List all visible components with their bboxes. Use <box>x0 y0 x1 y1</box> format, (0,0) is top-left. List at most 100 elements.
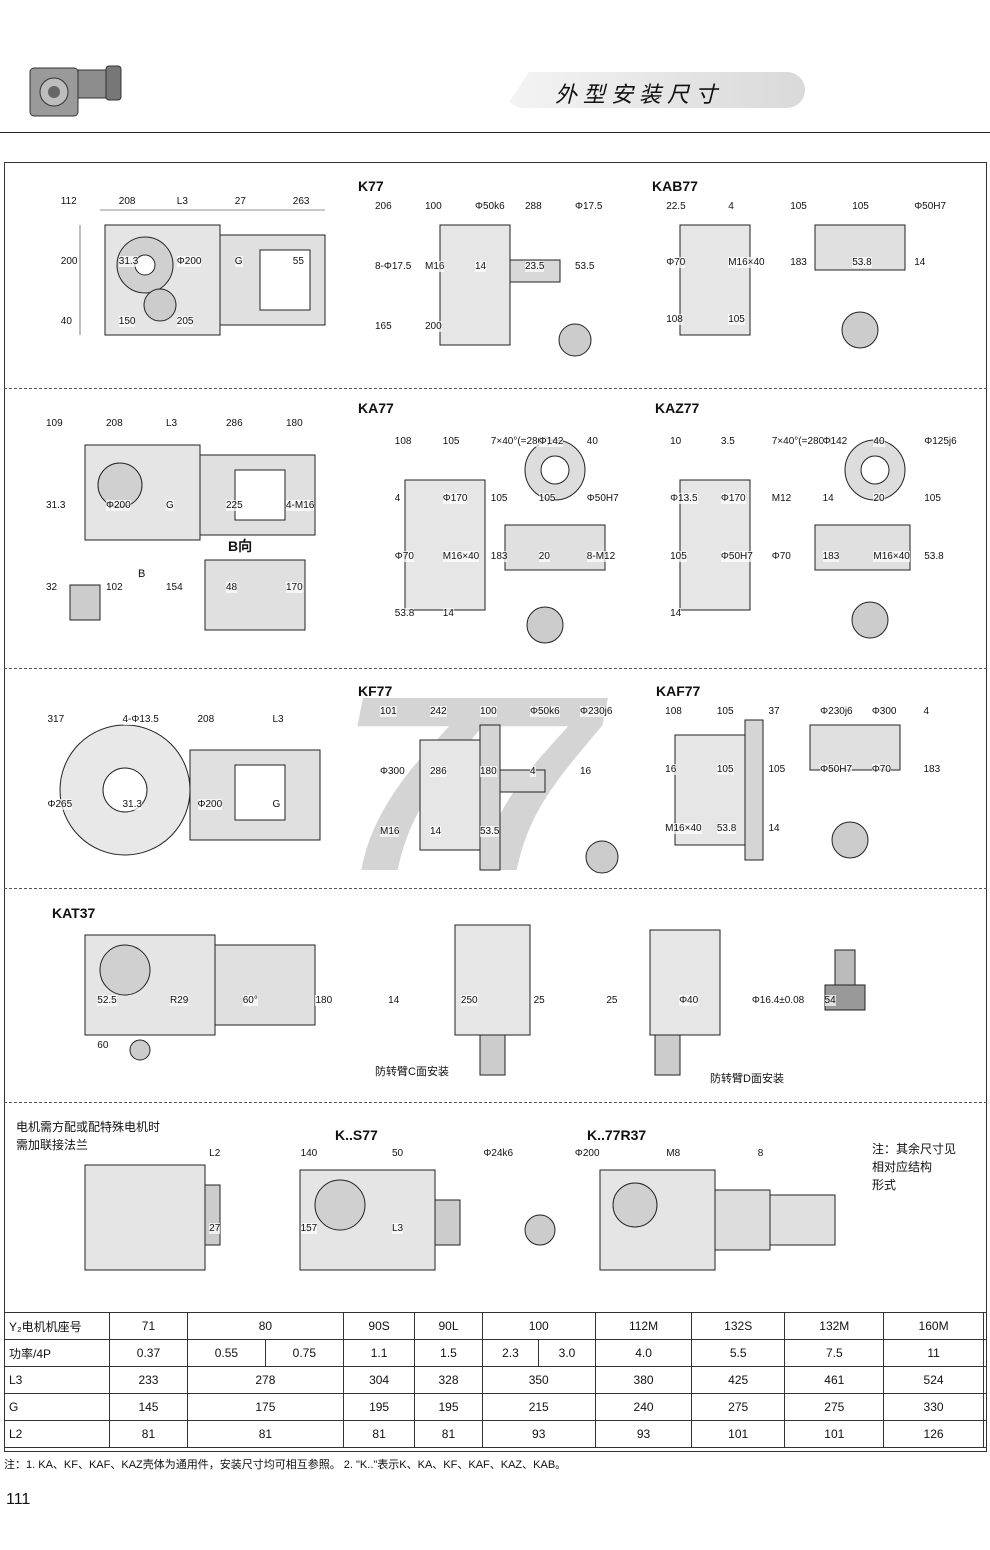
table-cell: 175 <box>186 1393 344 1421</box>
dimension-label: 7×40°(=280°) <box>771 435 832 447</box>
dimension-label: M16×40 <box>665 822 702 834</box>
dimension-label: Φ24k6 <box>483 1147 514 1159</box>
table-cell: 524 <box>883 1366 984 1394</box>
dimension-label: Φ13.5 <box>670 493 698 505</box>
label-arm-c: 防转臂C面安装 <box>375 1066 449 1078</box>
spec-table: Y₂电机机座号 71 80 90S 90L 100 112M 132S 132M… <box>4 1312 988 1448</box>
dimension-label: Φ170 <box>720 493 746 505</box>
dimension-label: L3 <box>272 713 284 725</box>
remark-note: 注：其余尺寸见 相对应结构 形式 <box>872 1142 957 1192</box>
label-kat37: KAT37 <box>52 905 96 921</box>
ka77-front-drawing <box>404 439 606 644</box>
dimension-label: 180 <box>315 994 333 1006</box>
dimension-label: Φ70 <box>771 550 791 562</box>
dimension-label: 40 <box>873 435 885 447</box>
dimension-label: M12 <box>771 493 792 505</box>
kat37-d-mount-drawing <box>649 929 721 1076</box>
dimension-label: 60 <box>97 1039 109 1051</box>
dimension-label: 16 <box>580 766 592 777</box>
dimension-label: 4-M16 <box>286 499 315 511</box>
table-cell: 81 <box>414 1420 483 1448</box>
table-cell: 0.55 <box>186 1339 266 1367</box>
dimension-label: 4 <box>394 493 401 505</box>
table-cell: 81 <box>186 1420 344 1448</box>
dimension-label: 183 <box>822 550 840 562</box>
dimension-label: Φ142 <box>822 435 848 447</box>
title-banner <box>505 72 805 108</box>
dimension-label: M8 <box>666 1147 681 1159</box>
table-cell: 1.5 <box>414 1339 483 1367</box>
dimension-label: 40 <box>60 316 72 327</box>
dimension-label: M16×40 <box>873 550 910 562</box>
dimension-label: 4 <box>923 705 930 717</box>
dimension-label: 27 <box>209 1222 221 1234</box>
header-rule <box>0 132 990 133</box>
dimension-label: Φ125j6 <box>924 435 957 447</box>
table-header-cell: 112M <box>594 1312 693 1340</box>
table-cell <box>982 1420 988 1448</box>
table-row: G 145 175 195 195 215 240 275 275 330 <box>4 1393 988 1421</box>
dimension-label: 105 <box>728 314 745 325</box>
page-title: 外型安装尺寸 <box>555 83 724 108</box>
dimension-label: 208 <box>197 713 215 725</box>
dimension-label: Φ17.5 <box>575 201 603 212</box>
dimension-label: 31.3 <box>118 256 139 267</box>
dimension-label: 8-Φ17.5 <box>375 261 412 272</box>
dimension-label: M16 <box>425 261 445 272</box>
table-row: Y₂电机机座号 71 80 90S 90L 100 112M 132S 132M… <box>4 1312 988 1340</box>
label-k77r37: K..77R37 <box>587 1127 647 1143</box>
table-row: 功率/4P 0.37 0.55 0.75 1.1 1.5 2.3 3.0 4.0… <box>4 1339 988 1367</box>
dimension-label: 102 <box>106 581 123 593</box>
dimension-label: 40 <box>586 435 598 447</box>
label-arm-d: 防转臂D面安装 <box>710 1073 784 1085</box>
dimension-label: M16×40 <box>442 550 480 562</box>
dimension-label: 154 <box>166 581 183 593</box>
label-b: B <box>138 568 146 580</box>
table-cell: 7.5 <box>784 1339 885 1367</box>
dimension-label: 31.3 <box>46 499 66 511</box>
dimension-label: 105 <box>924 493 941 505</box>
section-divider <box>4 388 987 389</box>
dimension-label: Φ200 <box>197 798 223 810</box>
kat37-c-mount-drawing <box>454 924 531 1076</box>
dimension-label: 100 <box>425 201 442 212</box>
kf77-side-drawing <box>59 724 321 856</box>
dimension-label: 53.8 <box>924 550 944 562</box>
dimension-label: 25 <box>533 994 545 1006</box>
dimension-label: Φ200 <box>574 1147 600 1159</box>
dimension-label: 52.5 <box>97 994 117 1006</box>
table-cell: 195 <box>342 1393 416 1421</box>
footnote: 注：1. KA、KF、KAF、KAZ壳体为通用件，安装尺寸均可相互参照。 2. … <box>4 1459 567 1471</box>
table-cell <box>982 1312 988 1340</box>
dimension-label: 157 <box>300 1222 318 1234</box>
dimension-label: Φ170 <box>442 493 468 505</box>
dimension-label: 53.5 <box>480 826 500 837</box>
dimension-label: 105 <box>490 493 508 505</box>
dimension-label: Φ70 <box>666 257 686 269</box>
dimension-label: 8 <box>757 1147 764 1159</box>
dimension-label: R29 <box>170 994 189 1006</box>
dimension-label: 14 <box>388 994 400 1006</box>
table-cell: 81 <box>109 1420 188 1448</box>
dimension-label: 37 <box>768 705 780 717</box>
table-row-label: L3 <box>4 1366 110 1394</box>
dimension-label: Φ50H7 <box>586 493 619 505</box>
dimension-label: 183 <box>490 550 508 562</box>
dimension-label: G <box>234 256 243 267</box>
kab77-drawing <box>679 224 906 349</box>
dimension-label: 250 <box>460 994 478 1006</box>
table-cell: 93 <box>594 1420 693 1448</box>
dimension-label: Φ40 <box>679 994 699 1006</box>
dimension-label: 60° <box>242 994 258 1006</box>
table-header-cell: 132M <box>784 1312 885 1340</box>
table-cell: 81 <box>342 1420 416 1448</box>
dimension-label: 288 <box>525 201 542 212</box>
dimension-label: 100 <box>480 706 497 717</box>
table-cell: 3.0 <box>538 1339 596 1367</box>
motor-flange-note: 电机需方配或配特殊电机时 需加联接法兰 <box>16 1120 161 1152</box>
k77-front-drawing <box>439 224 592 357</box>
label-kaz77: KAZ77 <box>655 400 700 416</box>
dimension-label: 180 <box>286 418 303 430</box>
dimension-label: 183 <box>923 764 941 776</box>
table-cell: 275 <box>784 1393 885 1421</box>
